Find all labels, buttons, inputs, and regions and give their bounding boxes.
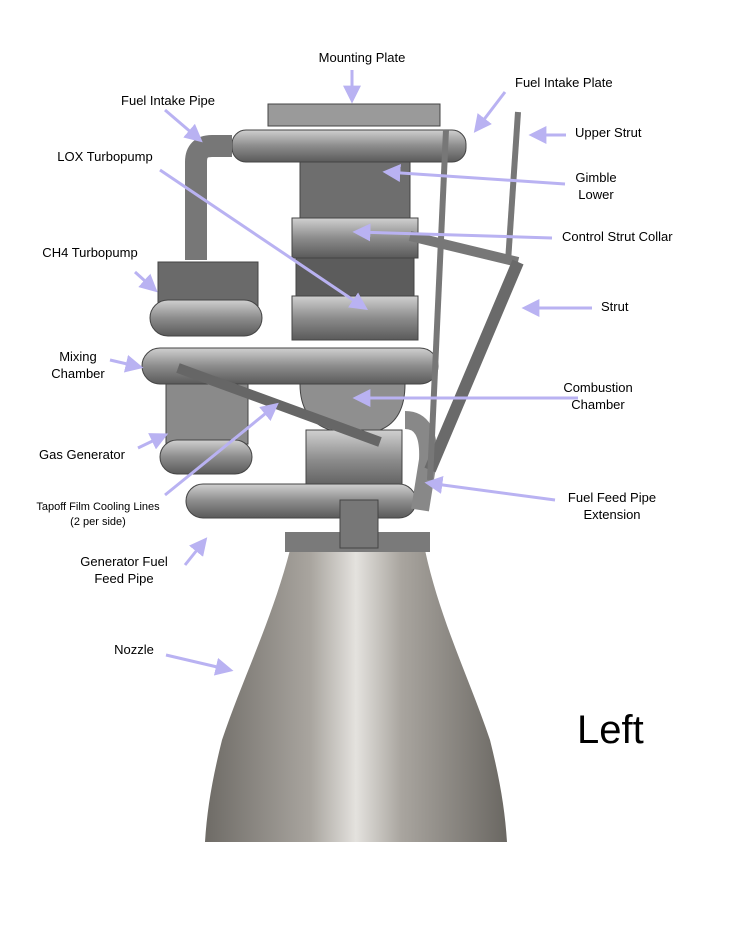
label-line: Fuel Feed Pipe [567,490,657,505]
label-line: Chamber [571,397,625,412]
label-lox-turbopump: LOX Turbopump [57,149,153,164]
label-line: Chamber [51,366,105,381]
label-nozzle: Nozzle [114,642,154,657]
label-line: Gimble [575,170,617,185]
view-label: Left [577,708,644,752]
label-tapoff-film-cooling-lines: Tapoff Film Cooling Lines (2 per side) [36,500,159,530]
label-line: (2 per side) [70,516,126,528]
label-line: Lower [578,187,614,202]
label-strut: Strut [601,299,629,314]
label-mounting-plate: Mounting Plate [318,50,406,65]
label-line: Extension [583,507,641,522]
label-line: Feed Pipe [94,571,154,586]
label-control-strut-collar: Control Strut Collar [562,229,673,244]
callout-arrows [109,70,592,676]
label-upper-strut: Upper Strut [575,125,642,140]
engine-body [141,103,524,549]
label-fuel-intake-pipe: Fuel Intake Pipe [121,93,215,108]
label-line: Mixing [59,349,97,364]
label-line: Combustion [563,380,633,395]
nozzle-shape [205,532,507,842]
label-line: Tapoff Film Cooling Lines [36,501,160,513]
label-ch4-turbopump: CH4 Turbopump [42,245,138,260]
label-line: Generator Fuel [80,554,168,569]
label-gas-generator: Gas Generator [39,447,125,462]
label-fuel-intake-plate: Fuel Intake Plate [515,75,613,90]
